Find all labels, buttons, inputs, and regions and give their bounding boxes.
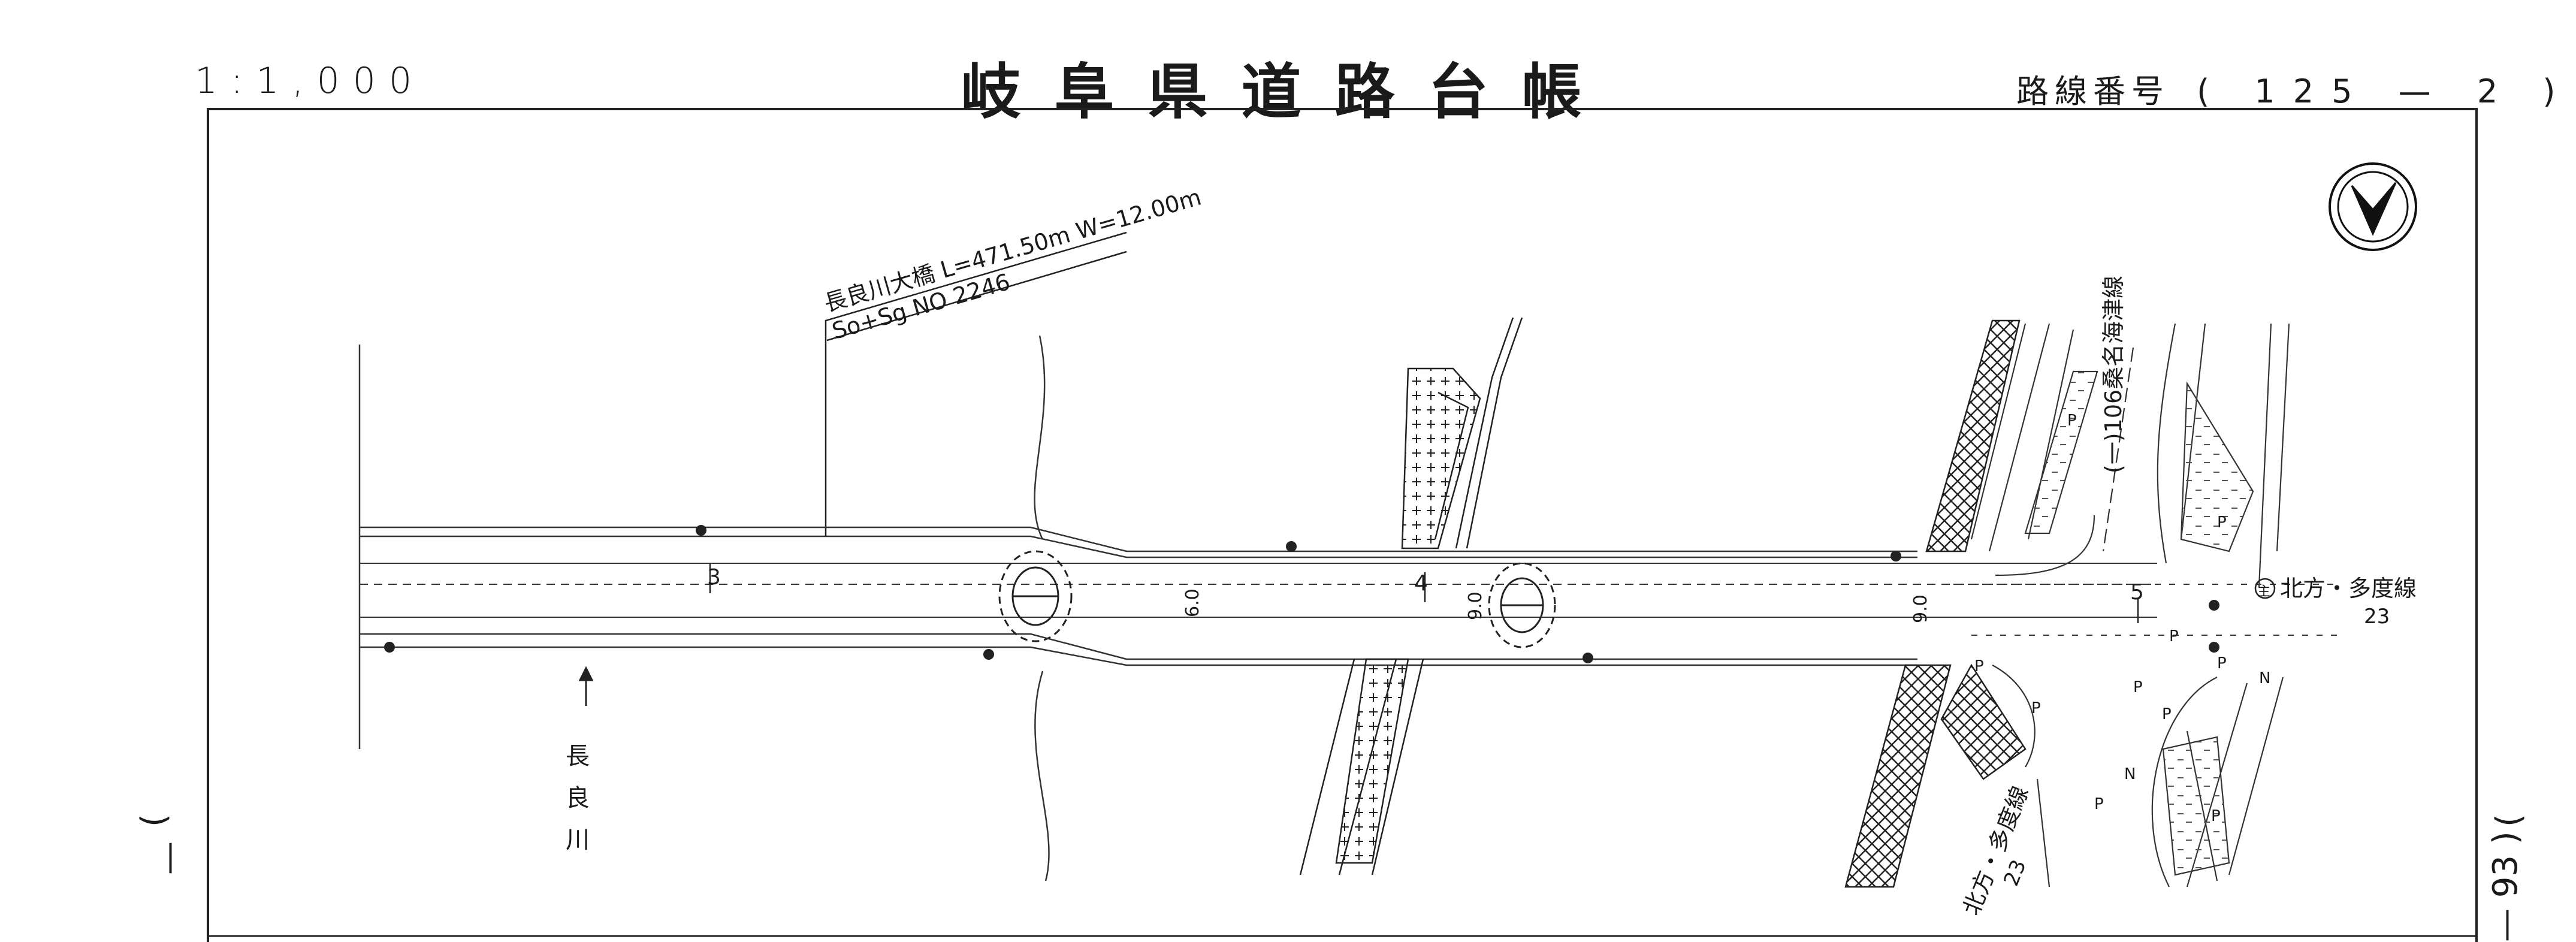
map-scale: 1:1,000 — [195, 60, 425, 102]
width-label: 9.0 — [1910, 594, 1931, 623]
bridge-annotation-leader — [825, 231, 1127, 536]
parking-mark: P — [2217, 514, 2227, 532]
station-label: 3 — [707, 565, 721, 590]
station-label: 4 — [1414, 571, 1428, 596]
route-number: 125 — 2 — [2254, 73, 2516, 110]
main-route-symbol: 主 — [2257, 584, 2270, 599]
parking-mark: P — [2094, 795, 2104, 813]
route-number-label: 路線番号 ( 125 — 2 ) — [2016, 65, 2573, 112]
parking-mark: P — [1974, 657, 1984, 675]
main-route-icon — [2254, 578, 2276, 599]
crossing-route-east: 北方・多度線 — [2280, 575, 2417, 602]
page-title: 岐阜県道路台帳 — [961, 57, 1615, 127]
north-mark: N — [2124, 765, 2136, 783]
parking-mark: P — [2067, 412, 2077, 430]
river-arrow — [578, 666, 594, 706]
width-label: 6.0 — [1182, 588, 1203, 617]
pier-symbol — [1488, 562, 1556, 648]
parking-mark: P — [2133, 678, 2143, 696]
bridge-label: 長良川大橋 L=471.50m W=12.00m — [821, 184, 1204, 317]
building-block — [2024, 370, 2254, 876]
bridge-deck-north — [1401, 317, 1523, 550]
north-arrow-icon — [2329, 162, 2417, 251]
station-4: 4 — [1414, 571, 1428, 602]
parking-mark: P — [2031, 699, 2041, 717]
parking-mark: P — [2169, 627, 2179, 645]
station-label: 5 — [2130, 580, 2144, 605]
main-road — [360, 526, 2337, 666]
road-markers — [384, 525, 2219, 663]
embankment-hatch — [1844, 319, 2027, 888]
crossing-route-east-no: 23 — [2364, 605, 2390, 629]
route-label: 路線番号 — [2016, 73, 2170, 110]
left-margin-dash: — — [149, 841, 188, 875]
width-label: 9.0 — [1465, 591, 1486, 620]
station-3: 3 — [707, 563, 721, 593]
map-frame — [207, 108, 2478, 942]
right-margin-bracket: ( — [2489, 814, 2528, 827]
pier-symbol — [998, 550, 1073, 642]
route-close: ) — [2542, 73, 2574, 110]
river-channel — [1034, 335, 1050, 881]
left-margin-bracket: ( — [134, 814, 173, 827]
route-open: ( — [2197, 73, 2228, 110]
north-mark: N — [2259, 669, 2270, 687]
page-number: — 93 ) — [2486, 831, 2525, 942]
parking-mark: P — [2217, 654, 2227, 672]
parking-mark: P — [2211, 807, 2221, 825]
crossing-route-south: 北方・多度線 — [1958, 782, 2034, 919]
parking-mark: P — [2162, 705, 2172, 723]
station-5: 5 — [2130, 580, 2144, 623]
crossing-route-north: (一)106桑名海津線 — [2100, 276, 2127, 473]
river-label: 長良川 — [561, 743, 589, 869]
bridge-deck-south — [1299, 658, 1424, 875]
